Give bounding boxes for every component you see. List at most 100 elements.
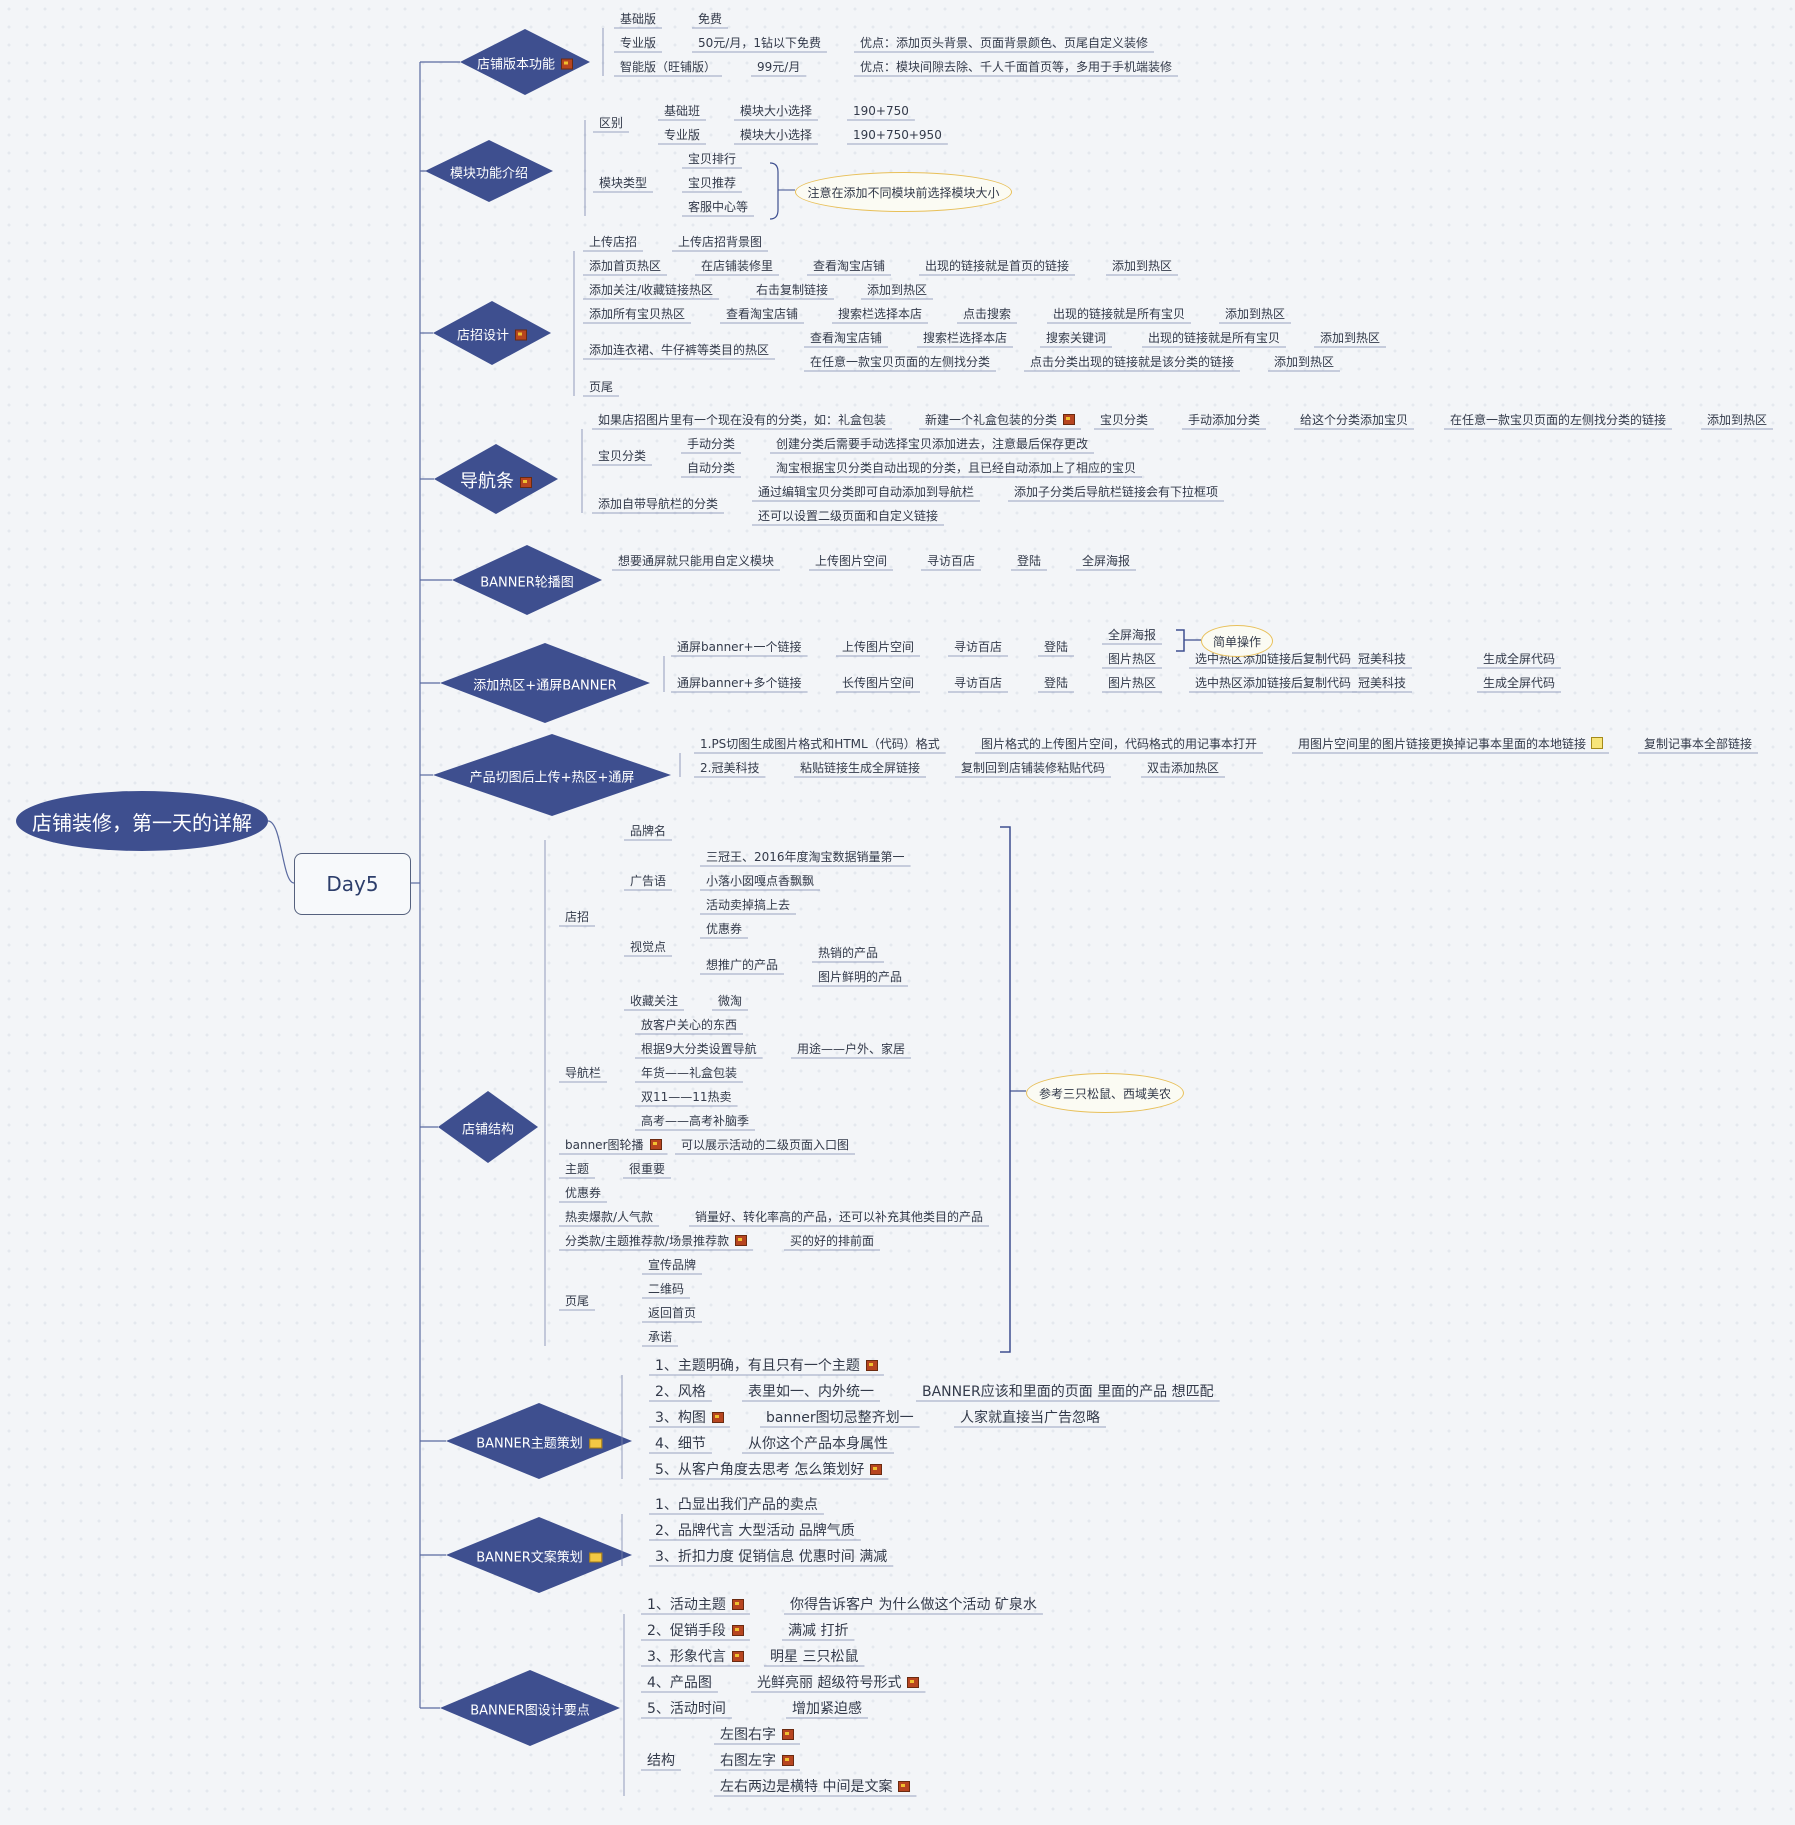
node-text: 50元/月，1钻以下免费 xyxy=(698,36,821,50)
node-text: 添加连衣裙、牛仔裤等类目的热区 xyxy=(589,343,770,357)
node-text: 上传图片空间 xyxy=(815,554,888,568)
branch-design-points[interactable]: BANNER图设计要点 xyxy=(470,1700,590,1719)
node-text: 复制回到店铺装修粘贴代码 xyxy=(961,761,1106,775)
callout-simple: 简单操作 xyxy=(1201,625,1273,657)
image-icon xyxy=(561,58,574,70)
branch-design-points-shape xyxy=(440,1670,620,1746)
branch-structure[interactable]: 店铺结构 xyxy=(462,1119,514,1138)
node-text: 添加到热区 xyxy=(1112,259,1173,273)
node-text: 模块大小选择 xyxy=(740,128,813,142)
node-text: 从你这个产品本身属性 xyxy=(748,1436,888,1452)
node-text: 搜索关键词 xyxy=(1046,331,1107,345)
day-topic[interactable]: Day5 xyxy=(294,853,411,915)
node-text: 右图左字 xyxy=(720,1753,794,1769)
node-text: 4、产品图 xyxy=(647,1675,712,1691)
node-text: 查看淘宝店铺 xyxy=(810,331,883,345)
node-text: 你得告诉客户 为什么做这个活动 矿泉水 xyxy=(790,1597,1037,1613)
branch-slicing[interactable]: 产品切图后上传+热区+通屏 xyxy=(470,767,635,786)
branch-theme-plan-label: BANNER主题策划 xyxy=(476,1436,583,1452)
node-text: 5、活动时间 xyxy=(647,1701,726,1717)
node-text: 1.PS切图生成图片格式和HTML（代码）格式 xyxy=(700,737,940,751)
node-text: 基础班 xyxy=(664,104,701,118)
node-text: 添加首页热区 xyxy=(589,259,662,273)
connector xyxy=(1176,629,1185,652)
node-text: 寻访百店 xyxy=(927,554,976,568)
branch-theme-plan-shape xyxy=(446,1403,632,1479)
node-text: 人家就直接当广告忽略 xyxy=(960,1410,1100,1426)
node-text: 左图右字 xyxy=(720,1727,794,1743)
node-text: 宝贝分类 xyxy=(1100,413,1149,427)
node-text: 添加到热区 xyxy=(1707,413,1768,427)
branch-hotspot-shape xyxy=(440,643,650,723)
node-text: 冠美科技 xyxy=(1358,652,1407,666)
node-text: 自动分类 xyxy=(687,461,736,475)
node-text: 优点：模块间隙去除、千人千面首页等，多用于手机端装修 xyxy=(860,60,1173,74)
branch-theme-plan[interactable]: BANNER主题策划 xyxy=(476,1433,602,1452)
node-text: 模块大小选择 xyxy=(740,104,813,118)
node-text: 添加到热区 xyxy=(1225,307,1286,321)
node-text: 全屏海报 xyxy=(1108,628,1157,642)
node-text: 给这个分类添加宝贝 xyxy=(1300,413,1409,427)
branch-module[interactable]: 模块功能介绍 xyxy=(450,163,528,182)
node-text: 热销的产品 xyxy=(818,946,879,960)
image-icon xyxy=(735,1235,748,1246)
node-text: 1、活动主题 xyxy=(647,1597,744,1613)
branch-signboard[interactable]: 店招设计 xyxy=(457,325,528,344)
node-text: 想要通屏就只能用自定义模块 xyxy=(618,554,775,568)
node-text: 寻访百店 xyxy=(954,676,1003,690)
node-text: 上传店招 xyxy=(589,235,638,249)
branch-module-label: 模块功能介绍 xyxy=(449,166,529,182)
node-text: 热卖爆款/人气款 xyxy=(565,1210,654,1224)
node-text: 5、从客户角度去思考 怎么策划好 xyxy=(655,1462,883,1478)
branch-navbar[interactable]: 导航条 xyxy=(460,467,532,493)
node-text: 宣传品牌 xyxy=(648,1258,697,1272)
node-text: 三冠王、2016年度淘宝数据销量第一 xyxy=(706,850,905,864)
node-text: 出现的链接就是所有宝贝 xyxy=(1148,331,1281,345)
node-text: 全屏海报 xyxy=(1082,554,1131,568)
image-icon xyxy=(870,1464,883,1475)
node-text: 登陆 xyxy=(1044,676,1069,690)
branch-signboard-shape xyxy=(433,301,551,365)
node-text: 视觉点 xyxy=(630,940,667,954)
node-text: 创建分类后需要手动选择宝贝添加进去，注意最后保存更改 xyxy=(776,437,1089,451)
image-icon xyxy=(649,1139,662,1150)
branch-shop-version-label: 店铺版本功能 xyxy=(476,57,556,73)
node-text: 添加所有宝贝热区 xyxy=(589,307,686,321)
node-text: 生成全屏代码 xyxy=(1483,676,1556,690)
node-text: BANNER应该和里面的页面 里面的产品 想匹配 xyxy=(922,1384,1214,1400)
node-text: 可以展示活动的二级页面入口图 xyxy=(681,1138,850,1152)
node-text: 区别 xyxy=(599,116,624,130)
callout-module_note: 注意在添加不同模块前选择模块大小 xyxy=(795,172,1012,212)
branch-copy-plan[interactable]: BANNER文案策划 xyxy=(476,1547,602,1566)
node-text: 专业版 xyxy=(664,128,701,142)
node-text: 活动卖掉搞上去 xyxy=(706,898,791,912)
branch-hotspot[interactable]: 添加热区+通屏BANNER xyxy=(473,675,616,694)
node-text: 2、促销手段 xyxy=(647,1623,744,1639)
node-text: 通过编辑宝贝分类即可自动添加到导航栏 xyxy=(758,485,975,499)
node-text: 登陆 xyxy=(1017,554,1042,568)
node-text: 生成全屏代码 xyxy=(1483,652,1556,666)
node-text: 广告语 xyxy=(630,874,667,888)
node-text: 手动分类 xyxy=(687,437,736,451)
connector xyxy=(769,162,779,220)
day-topic-label: Day5 xyxy=(326,872,379,896)
node-text: 客服中心等 xyxy=(688,200,749,214)
node-text: 页尾 xyxy=(589,380,614,394)
node-text: 点击分类出现的链接就是该分类的链接 xyxy=(1030,355,1235,369)
branch-slicing-shape xyxy=(433,734,671,816)
node-text: 增加紧迫感 xyxy=(792,1701,862,1717)
node-text: 宝贝排行 xyxy=(688,152,737,166)
node-text: 添加关注/收藏链接热区 xyxy=(589,283,714,297)
node-text: 添加自带导航栏的分类 xyxy=(598,497,719,511)
branch-shop-version[interactable]: 店铺版本功能 xyxy=(476,54,574,73)
node-text: 2.冠美科技 xyxy=(700,761,760,775)
root-topic[interactable]: 店铺装修，第一天的详解 xyxy=(16,791,268,851)
node-text: 3、折扣力度 促销信息 优惠时间 满减 xyxy=(655,1549,888,1565)
node-text: 返回首页 xyxy=(648,1306,697,1320)
branch-banner-carousel[interactable]: BANNER轮播图 xyxy=(480,572,574,591)
branch-navbar-label: 导航条 xyxy=(460,471,514,492)
node-text: 优惠券 xyxy=(706,922,743,936)
node-text: 出现的链接就是首页的链接 xyxy=(925,259,1070,273)
branch-banner-carousel-label: BANNER轮播图 xyxy=(480,575,574,591)
